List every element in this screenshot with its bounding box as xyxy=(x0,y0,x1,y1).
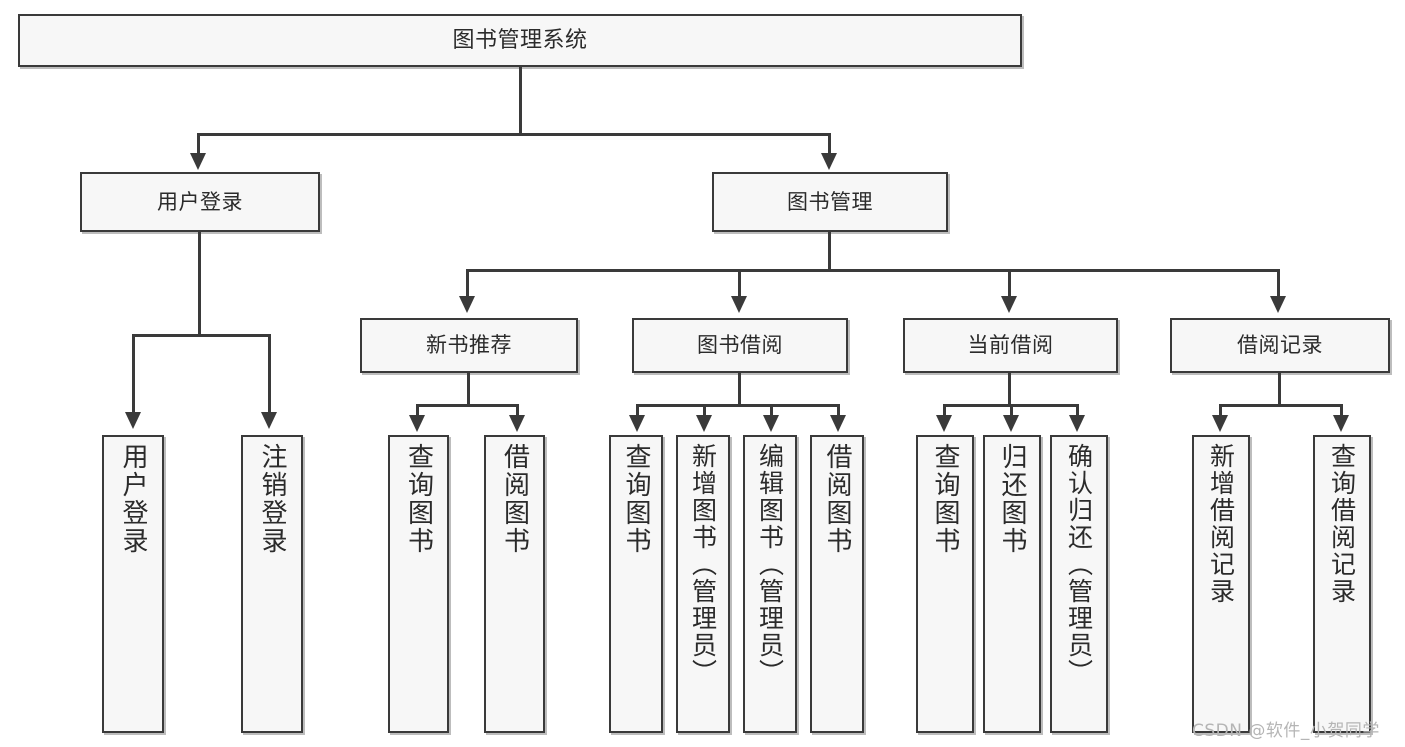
edge-book-borrow-stem xyxy=(738,373,741,406)
node-label: 用户登录 xyxy=(157,189,243,214)
edge-book-mgmt-to-current xyxy=(1008,269,1011,297)
edge-root-to-user-login xyxy=(197,133,200,155)
leaf-book-borrow-borrow[interactable]: 借阅图书 xyxy=(810,435,864,733)
edge-book-borrow-split-bar xyxy=(636,404,840,407)
leaf-user-login-login[interactable]: 用户登录 xyxy=(102,435,164,733)
edge-new-book-to-leaf-1 xyxy=(516,404,519,416)
leaf-new-book-query[interactable]: 查询图书 xyxy=(388,435,449,733)
node-root-system[interactable]: 图书管理系统 xyxy=(18,14,1022,67)
edge-book-mgmt-split-bar xyxy=(466,269,1280,272)
arrow-book-mgmt-to-record xyxy=(1270,296,1286,313)
edge-book-mgmt-to-record xyxy=(1277,269,1280,297)
edge-user-login-to-leaf-1 xyxy=(268,334,271,413)
edge-book-borrow-to-leaf-3 xyxy=(837,404,840,416)
arrow-root-to-book-mgmt xyxy=(821,153,837,170)
node-new-book-recommend[interactable]: 新书推荐 xyxy=(360,318,578,373)
node-label: 归还图书 xyxy=(997,443,1027,555)
node-label: 新增借阅记录 xyxy=(1206,443,1236,605)
edge-book-mgmt-to-borrow xyxy=(738,269,741,297)
arrow-borrow-record-to-leaf-0 xyxy=(1212,415,1228,432)
node-label: 确认归还（管理员） xyxy=(1064,443,1094,686)
arrow-book-borrow-to-leaf-2 xyxy=(763,415,779,432)
edge-current-borrow-to-leaf-1 xyxy=(1010,404,1013,416)
edge-borrow-record-stem xyxy=(1278,373,1281,406)
node-label: 新书推荐 xyxy=(426,333,512,358)
arrow-book-mgmt-to-current xyxy=(1001,296,1017,313)
leaf-current-borrow-query[interactable]: 查询图书 xyxy=(916,435,974,733)
leaf-borrow-record-query[interactable]: 查询借阅记录 xyxy=(1313,435,1371,733)
node-label: 借阅图书 xyxy=(499,443,530,555)
edge-book-mgmt-to-new-book xyxy=(466,269,469,297)
edge-borrow-record-split-bar xyxy=(1219,404,1343,407)
arrow-current-borrow-to-leaf-0 xyxy=(936,415,952,432)
edge-user-login-split-bar xyxy=(132,334,270,337)
node-label: 新增图书（管理员） xyxy=(688,443,718,686)
node-label: 图书管理 xyxy=(787,189,873,214)
arrow-current-borrow-to-leaf-2 xyxy=(1069,415,1085,432)
edge-root-stem xyxy=(519,67,522,135)
leaf-new-book-borrow[interactable]: 借阅图书 xyxy=(484,435,545,733)
node-label: 查询图书 xyxy=(403,443,434,555)
edge-borrow-record-to-leaf-1 xyxy=(1340,404,1343,416)
edge-new-book-to-leaf-0 xyxy=(416,404,419,416)
node-label: 图书借阅 xyxy=(697,333,783,358)
edge-current-borrow-to-leaf-0 xyxy=(943,404,946,416)
arrow-borrow-record-to-leaf-1 xyxy=(1333,415,1349,432)
node-label: 当前借阅 xyxy=(967,333,1054,358)
edge-book-mgmt-stem xyxy=(828,232,831,272)
edge-book-borrow-to-leaf-2 xyxy=(770,404,773,416)
leaf-borrow-record-add[interactable]: 新增借阅记录 xyxy=(1192,435,1250,733)
node-label: 借阅记录 xyxy=(1237,333,1323,358)
edge-book-borrow-to-leaf-1 xyxy=(703,404,706,416)
node-book-management[interactable]: 图书管理 xyxy=(712,172,948,232)
node-user-login[interactable]: 用户登录 xyxy=(80,172,320,232)
leaf-current-borrow-return[interactable]: 归还图书 xyxy=(983,435,1041,733)
node-book-borrow[interactable]: 图书借阅 xyxy=(632,318,848,373)
arrow-book-borrow-to-leaf-1 xyxy=(696,415,712,432)
edge-root-split-bar xyxy=(197,133,831,136)
arrow-book-mgmt-to-borrow xyxy=(731,296,747,313)
edge-book-borrow-to-leaf-0 xyxy=(636,404,639,416)
edge-new-book-stem xyxy=(467,373,470,406)
node-label: 查询借阅记录 xyxy=(1327,443,1357,605)
arrow-user-login-to-leaf-0 xyxy=(125,412,141,429)
edge-user-login-to-leaf-0 xyxy=(132,334,135,413)
arrow-root-to-user-login xyxy=(190,153,206,170)
arrow-current-borrow-to-leaf-1 xyxy=(1003,415,1019,432)
node-borrow-record[interactable]: 借阅记录 xyxy=(1170,318,1390,373)
leaf-user-login-logout[interactable]: 注销登录 xyxy=(241,435,303,733)
edge-current-borrow-stem xyxy=(1008,373,1011,406)
arrow-book-borrow-to-leaf-0 xyxy=(629,415,645,432)
edge-new-book-split-bar xyxy=(416,404,519,407)
node-label: 编辑图书（管理员） xyxy=(755,443,785,686)
node-label: 注销登录 xyxy=(257,443,287,555)
arrow-book-mgmt-to-new-book xyxy=(459,296,475,313)
node-label: 查询图书 xyxy=(930,443,960,555)
node-label: 借阅图书 xyxy=(822,443,852,555)
leaf-book-borrow-add[interactable]: 新增图书（管理员） xyxy=(676,435,730,733)
edge-root-to-book-mgmt xyxy=(828,133,831,155)
node-label: 图书管理系统 xyxy=(452,27,588,53)
edge-user-login-stem xyxy=(198,232,201,336)
arrow-new-book-to-leaf-1 xyxy=(509,415,525,432)
arrow-new-book-to-leaf-0 xyxy=(409,415,425,432)
arrow-user-login-to-leaf-1 xyxy=(261,412,277,429)
node-label: 查询图书 xyxy=(621,443,651,555)
edge-current-borrow-to-leaf-2 xyxy=(1076,404,1079,416)
node-current-borrow[interactable]: 当前借阅 xyxy=(903,318,1118,373)
arrow-book-borrow-to-leaf-3 xyxy=(830,415,846,432)
leaf-book-borrow-edit[interactable]: 编辑图书（管理员） xyxy=(743,435,797,733)
leaf-current-borrow-confirm[interactable]: 确认归还（管理员） xyxy=(1050,435,1108,733)
edge-borrow-record-to-leaf-0 xyxy=(1219,404,1222,416)
node-label: 用户登录 xyxy=(118,443,148,555)
leaf-book-borrow-query[interactable]: 查询图书 xyxy=(609,435,663,733)
